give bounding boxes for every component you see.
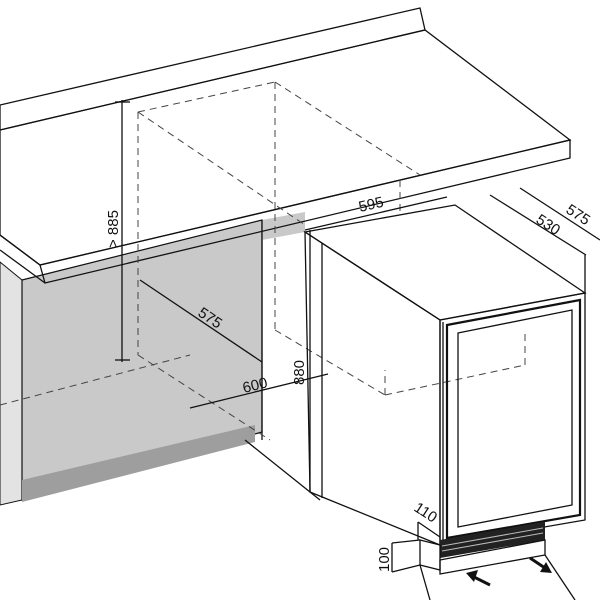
label-appliance-width: 595 — [357, 194, 385, 216]
air-intake-arrow-icon — [466, 570, 491, 587]
dimension-lines — [115, 100, 600, 600]
air-exhaust-arrow-icon — [529, 556, 552, 573]
label-appliance-depth-total: 575 — [563, 201, 593, 229]
label-niche-height: > 885 — [105, 210, 122, 248]
label-appliance-depth-body: 530 — [533, 211, 563, 239]
wine-cooler — [303, 204, 587, 575]
label-plinth-depth: 110 — [411, 499, 440, 526]
label-niche-width: 600 — [241, 374, 269, 397]
label-appliance-height: 880 — [291, 360, 308, 385]
label-plinth-height: 100 — [376, 547, 393, 572]
niche-outline — [0, 81, 526, 441]
countertop — [0, 7, 572, 284]
left-cabinet-side-light — [0, 261, 23, 506]
left-cabinet-plinth — [22, 425, 255, 502]
ventilation-grille — [440, 522, 545, 558]
